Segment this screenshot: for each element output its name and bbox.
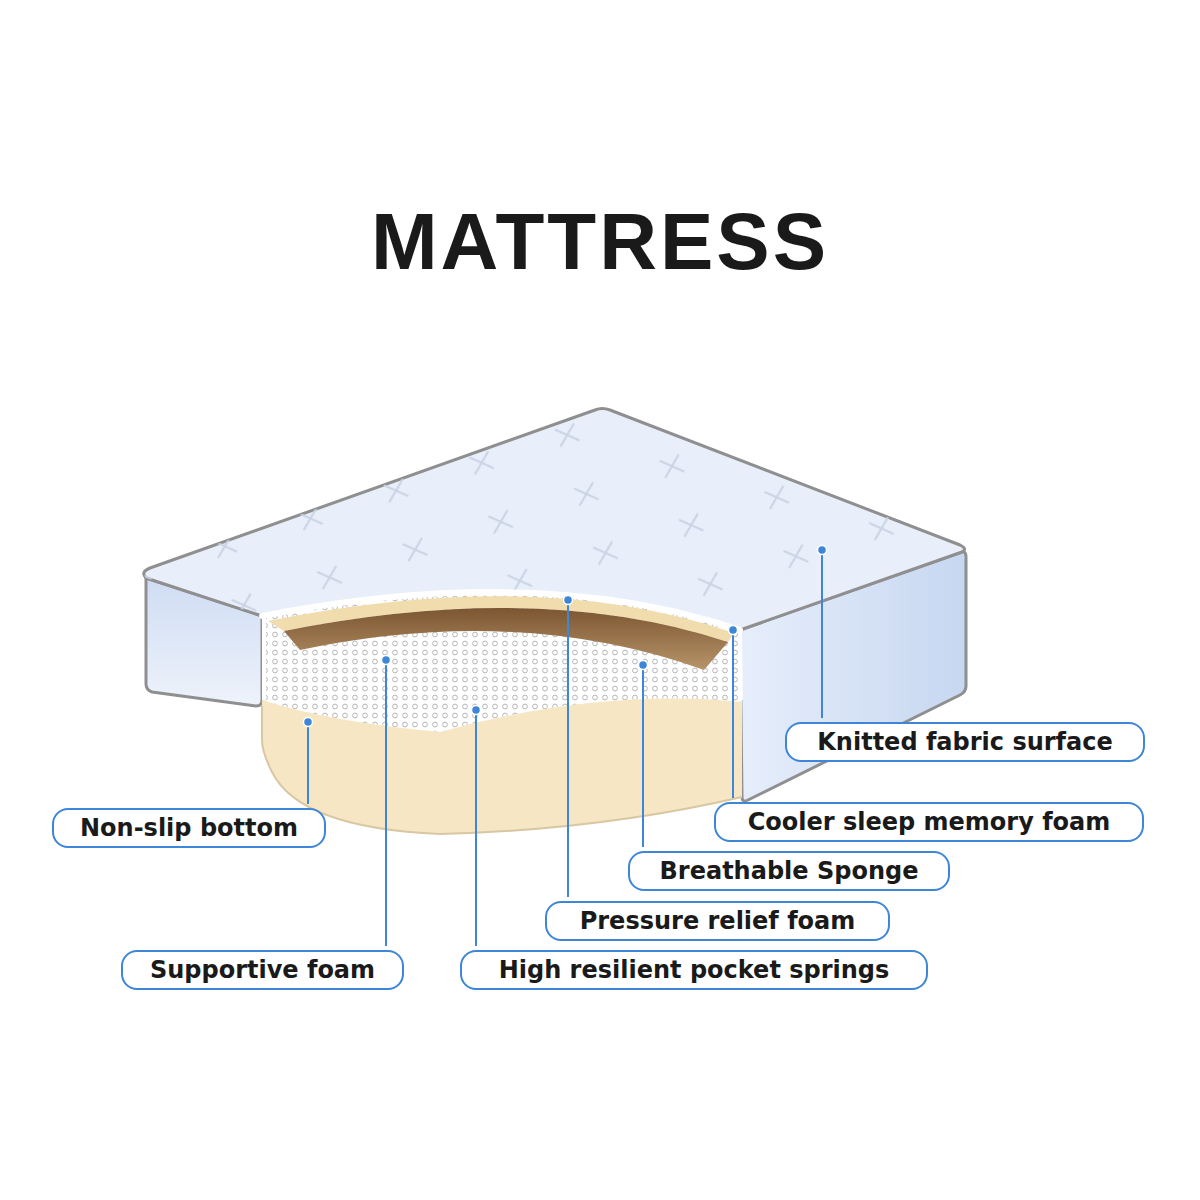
leader-line xyxy=(567,600,569,897)
cut-edge xyxy=(262,592,740,630)
leader-dot xyxy=(639,661,648,670)
callout-box: Knitted fabric surface xyxy=(785,722,1145,762)
callout-label: Pressure relief foam xyxy=(580,907,856,935)
leader-dot xyxy=(382,656,391,665)
callout-label: High resilient pocket springs xyxy=(499,956,890,984)
leader-line xyxy=(475,710,477,946)
leader-dot xyxy=(818,546,827,555)
leader-line xyxy=(642,665,644,847)
leader-dot xyxy=(729,626,738,635)
leader-dots xyxy=(304,546,827,727)
callout-box: Supportive foam xyxy=(121,950,404,990)
callout-label: Supportive foam xyxy=(150,956,375,984)
leader-dot xyxy=(472,706,481,715)
base-outline xyxy=(262,706,742,834)
callout-label: Breathable Sponge xyxy=(660,857,919,885)
leader-line xyxy=(307,722,309,804)
cut-edge-right xyxy=(740,632,741,700)
callout-label: Non-slip bottom xyxy=(80,814,298,842)
leader-dot xyxy=(564,596,573,605)
leader-line xyxy=(821,550,823,718)
callout-box: Breathable Sponge xyxy=(628,851,950,891)
leader-line xyxy=(385,660,387,946)
leader-line xyxy=(732,630,734,798)
callout-label: Knitted fabric surface xyxy=(817,728,1112,756)
callout-box: High resilient pocket springs xyxy=(460,950,928,990)
callout-label: Cooler sleep memory foam xyxy=(748,808,1111,836)
top-face xyxy=(144,409,965,631)
breathable-sponge-layer xyxy=(284,608,728,670)
base-foam-layer xyxy=(262,699,742,834)
callout-box: Cooler sleep memory foam xyxy=(714,802,1144,842)
callout-box: Pressure relief foam xyxy=(545,901,890,941)
callout-box: Non-slip bottom xyxy=(52,808,326,848)
quilt-pattern xyxy=(144,409,965,631)
diagram-title: MATTRESS xyxy=(0,192,1200,292)
cut-edge-left xyxy=(262,618,266,700)
leader-dot xyxy=(304,718,313,727)
